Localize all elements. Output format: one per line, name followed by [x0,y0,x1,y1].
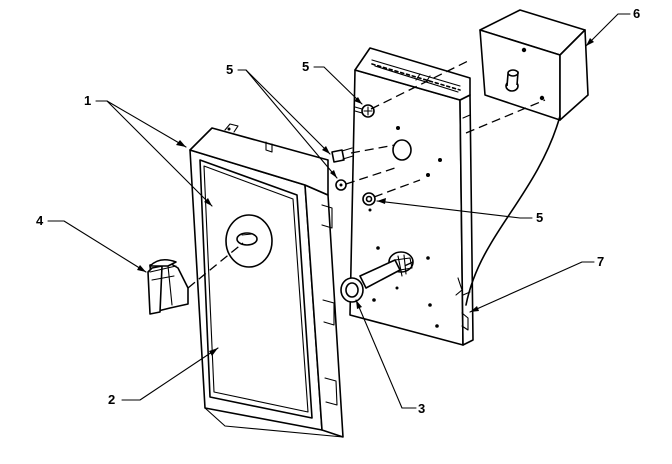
svg-text:2: 2 [108,392,115,407]
assembly-lines [187,59,561,306]
svg-text:5: 5 [302,59,309,74]
part-4-knob [147,258,189,315]
callout-4: 4 [36,213,147,273]
callout-6: 6 [585,6,640,47]
svg-text:1: 1 [84,93,91,108]
svg-text:5: 5 [226,62,233,77]
callout-5-top: 5 [302,59,363,105]
svg-text:5: 5 [536,210,543,225]
callout-7: 7 [469,254,604,313]
svg-text:7: 7 [597,254,604,269]
callout-3: 3 [355,299,425,416]
callout-5-upper-left: 5 [226,62,338,179]
svg-text:4: 4 [36,213,44,228]
screw-3 [335,179,347,191]
part-3-shaft [340,254,413,303]
svg-text:3: 3 [418,401,425,416]
screw-1 [354,104,375,118]
screw-4 [362,192,376,206]
part-2-front-cover [189,123,344,438]
part-5-screws [331,104,376,206]
part-6-timer-box [479,9,589,121]
screw-2 [331,147,354,163]
callout-2: 2 [108,347,219,407]
callout-5-right: 5 [376,198,543,225]
callout-1: 1 [84,93,213,207]
svg-text:6: 6 [633,6,640,21]
